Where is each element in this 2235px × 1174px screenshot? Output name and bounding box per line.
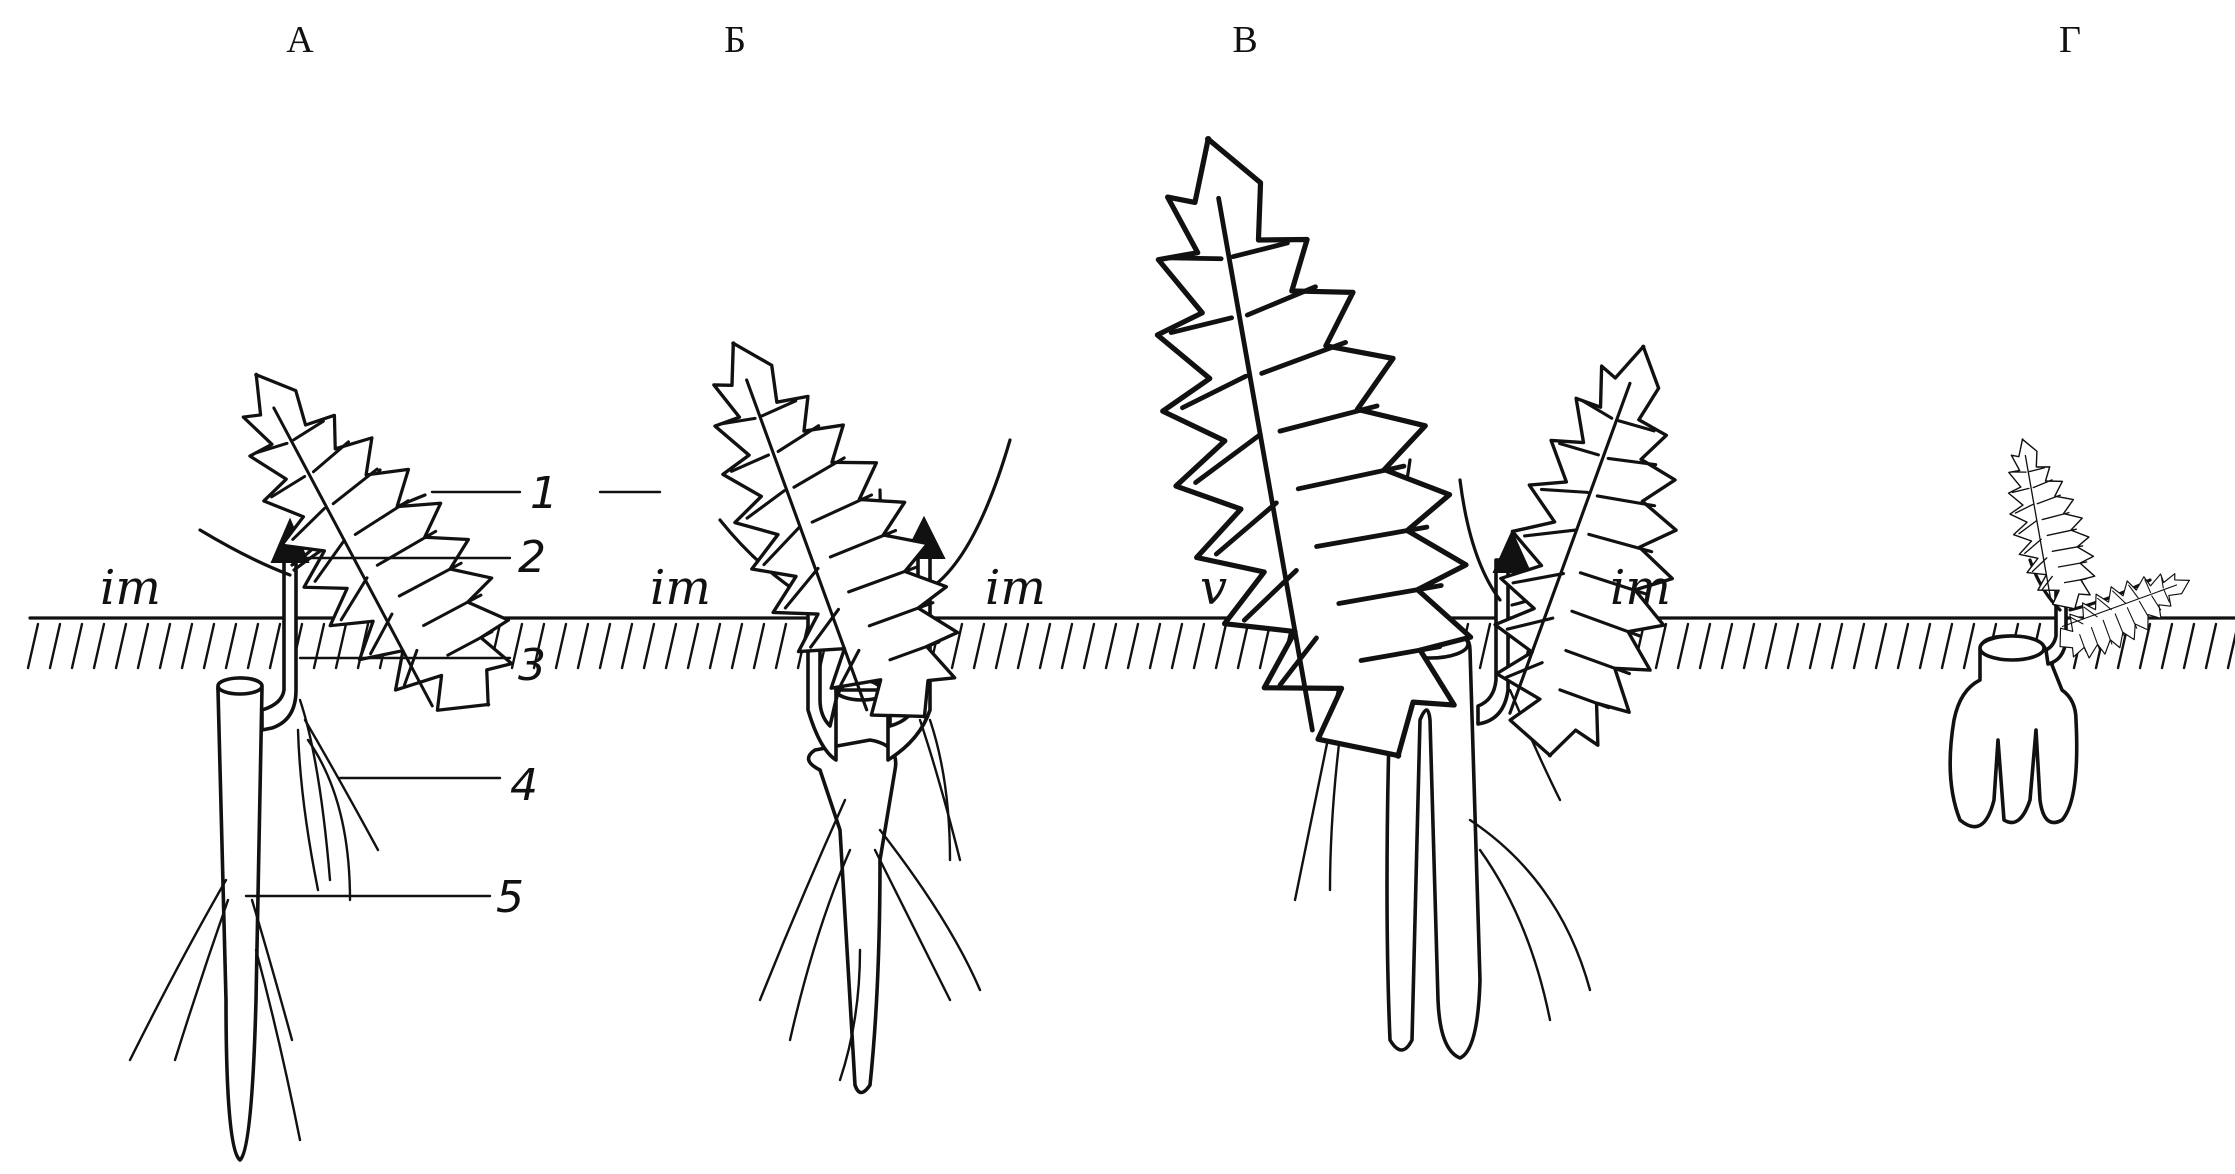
hatch-stroke — [622, 624, 632, 668]
hatch-stroke — [1832, 624, 1842, 668]
hatch-stroke — [28, 624, 38, 668]
hatch-stroke — [138, 624, 148, 668]
hatch-stroke — [578, 624, 588, 668]
callout-5: 5 — [496, 872, 524, 923]
hatch-stroke — [688, 624, 698, 668]
hatch-stroke — [1788, 624, 1798, 668]
hatch-stroke — [1216, 624, 1226, 668]
panel-label-v: В — [1232, 19, 1257, 61]
hatch-stroke — [1700, 624, 1710, 668]
leaf-g-1 — [1998, 431, 2102, 617]
callout-2: 2 — [518, 532, 546, 583]
hatch-stroke — [556, 624, 566, 668]
stage-label-b-right: im — [985, 560, 1046, 616]
hatch-stroke — [1678, 624, 1688, 668]
hatch-stroke — [1062, 624, 1072, 668]
hatch-stroke — [1810, 624, 1820, 668]
hatch-stroke — [2206, 624, 2216, 668]
hatch-stroke — [1084, 624, 1094, 668]
callout-1: 1 — [530, 468, 558, 519]
soil-hatching — [28, 624, 2235, 668]
hatch-stroke — [72, 624, 82, 668]
old-root-g — [1950, 636, 2077, 827]
hatch-stroke — [94, 624, 104, 668]
hatch-stroke — [1964, 624, 1974, 668]
hatch-stroke — [1854, 624, 1864, 668]
hatch-stroke — [1150, 624, 1160, 668]
stage-label-b-left: im — [650, 560, 711, 616]
hatch-stroke — [2140, 624, 2150, 668]
hatch-stroke — [1172, 624, 1182, 668]
hatch-stroke — [50, 624, 60, 668]
hatch-stroke — [710, 624, 720, 668]
leaf-b — [677, 303, 985, 754]
hatch-stroke — [996, 624, 1006, 668]
stage-label-v-right: im — [1610, 560, 1671, 616]
hatch-stroke — [1128, 624, 1138, 668]
hatch-stroke — [314, 624, 324, 668]
hatch-stroke — [974, 624, 984, 668]
hatch-stroke — [600, 624, 610, 668]
hatch-stroke — [776, 624, 786, 668]
hatch-stroke — [1106, 624, 1116, 668]
hatch-stroke — [1722, 624, 1732, 668]
hatch-stroke — [182, 624, 192, 668]
leaf-v-large — [1118, 108, 1497, 786]
hatch-stroke — [732, 624, 742, 668]
hatch-stroke — [1018, 624, 1028, 668]
panel-label-g: Г — [2059, 19, 2081, 61]
hatch-stroke — [1238, 624, 1248, 668]
hatch-stroke — [2162, 624, 2172, 668]
hatch-stroke — [226, 624, 236, 668]
hatch-stroke — [1942, 624, 1952, 668]
hatch-stroke — [1876, 624, 1886, 668]
hatch-stroke — [644, 624, 654, 668]
renewal-shoot-v-right — [1478, 560, 1508, 724]
hatch-stroke — [2228, 624, 2235, 668]
hatch-stroke — [116, 624, 126, 668]
hatch-stroke — [248, 624, 258, 668]
callout-3: 3 — [518, 640, 546, 691]
taproot-a — [218, 678, 262, 1160]
hatch-stroke — [666, 624, 676, 668]
hatch-stroke — [1040, 624, 1050, 668]
hatch-stroke — [1744, 624, 1754, 668]
plant-b — [677, 303, 1010, 1092]
hatch-stroke — [1898, 624, 1908, 668]
hatch-stroke — [336, 624, 346, 668]
plant-a — [130, 322, 543, 1160]
hatch-stroke — [1920, 624, 1930, 668]
hatch-stroke — [204, 624, 214, 668]
panel-label-a: А — [286, 19, 314, 61]
hatch-stroke — [1480, 624, 1490, 668]
callout-4: 4 — [510, 760, 538, 811]
stage-label-v-left: v — [1200, 560, 1227, 616]
hatch-stroke — [1194, 624, 1204, 668]
hatch-stroke — [754, 624, 764, 668]
renewal-shoot-a — [262, 555, 296, 730]
hatch-stroke — [270, 624, 280, 668]
stage-label-a: im — [100, 560, 161, 616]
hatch-stroke — [1656, 624, 1666, 668]
hatch-stroke — [1766, 624, 1776, 668]
panel-label-b: Б — [724, 19, 746, 61]
hatch-stroke — [160, 624, 170, 668]
hatch-stroke — [2184, 624, 2194, 668]
plant-g — [1950, 431, 2203, 827]
